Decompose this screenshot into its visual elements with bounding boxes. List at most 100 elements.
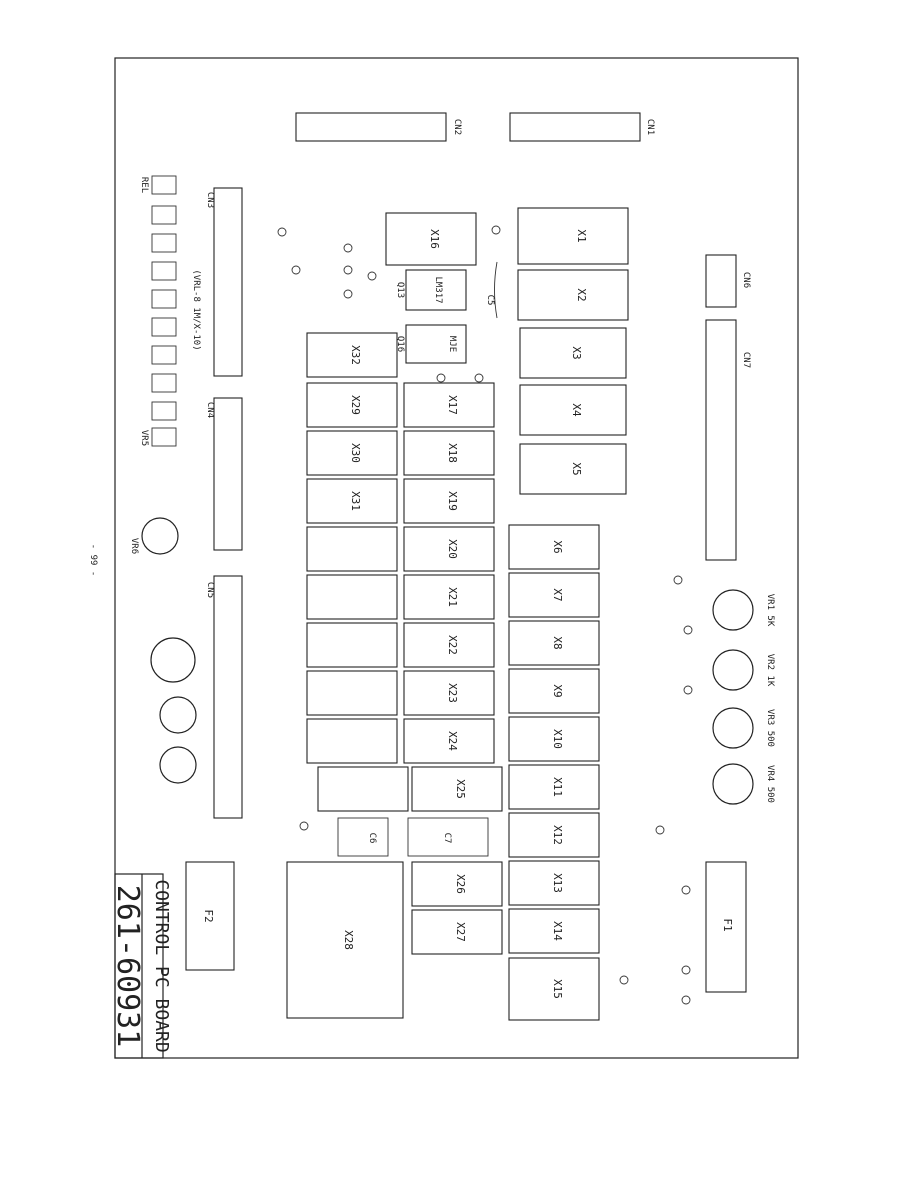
- ic-x1-label: X1: [575, 229, 588, 242]
- lm317-label: LM317: [433, 276, 443, 303]
- fuse-f2-label: F2: [202, 909, 215, 922]
- ic-x19: X19: [403, 478, 495, 524]
- title-block-title: CONTROL PC BOARD: [151, 879, 172, 1052]
- ic-x31-label: X31: [349, 491, 362, 511]
- ic-x16: X16: [385, 212, 477, 266]
- ic-x31: X31: [306, 478, 398, 524]
- ic-outline: [306, 574, 398, 620]
- vr2-trimmer: VR2 1K: [712, 649, 775, 691]
- ic-x11: X11: [508, 764, 600, 810]
- drawing-border: [114, 57, 799, 1059]
- rel-label: REL: [139, 177, 149, 193]
- vr4-trimmer: VR4 500: [712, 763, 775, 805]
- ic-outline: [306, 670, 398, 716]
- ic-x28: X28: [286, 861, 404, 1019]
- ic-outline: [317, 766, 409, 812]
- ic-x18-label: X18: [446, 443, 459, 463]
- connector-cn2: CN2: [295, 112, 462, 142]
- q16-label: Q16: [395, 336, 405, 352]
- ic-x32-label: X32: [349, 345, 362, 365]
- ic-x10: X10: [508, 716, 600, 762]
- fuse-f2: F2: [185, 861, 235, 971]
- ic-x15-label: X15: [551, 979, 564, 999]
- ic-x29: X29: [306, 382, 398, 428]
- cap-c6-label: C6: [367, 833, 377, 844]
- connector-cn3: CN3: [205, 187, 243, 377]
- ic-x6-label: X6: [551, 540, 564, 553]
- discrete-components: [277, 225, 693, 1005]
- rel-note: (VRL-8 1M/X-10): [191, 269, 201, 350]
- ic-x8-label: X8: [551, 636, 564, 649]
- ic-x22: X22: [403, 622, 495, 668]
- ic-x13: X13: [508, 860, 600, 906]
- ic-x12: X12: [508, 812, 600, 858]
- ic-x29-label: X29: [349, 395, 362, 415]
- ic-x23: X23: [403, 670, 495, 716]
- ic-x6: X6: [508, 524, 600, 570]
- vr6-label: VR6: [129, 538, 139, 554]
- ic-x25: X25: [411, 766, 503, 812]
- page-number: - 99 -: [88, 544, 98, 577]
- ic-x26: X26: [411, 861, 503, 907]
- cap-c5-label: C5: [485, 295, 495, 306]
- ic-x3: X3: [519, 327, 627, 379]
- vr5-side-label: VR5: [139, 430, 149, 446]
- regulator-lm317: LM317 Q13: [395, 269, 467, 311]
- cap-c2: [159, 696, 197, 734]
- q13-label: Q13: [395, 282, 405, 298]
- vr3-trimmer: VR3 500: [712, 707, 775, 749]
- ic-x12-label: X12: [551, 825, 564, 845]
- ic-x26-label: X26: [454, 874, 467, 894]
- ic-x2: X2: [517, 269, 629, 321]
- transistor-mje: MJE Q16: [395, 324, 467, 364]
- ic-x23-label: X23: [446, 683, 459, 703]
- connector-cn5-label: CN5: [205, 582, 215, 598]
- cap-c1: [150, 637, 196, 683]
- connector-cn6-label: CN6: [741, 272, 751, 288]
- ic-x9: X9: [508, 668, 600, 714]
- ic-x24-label: X24: [446, 731, 459, 751]
- ic-x1: X1: [517, 207, 629, 265]
- connector-cn4: CN4: [205, 397, 243, 551]
- connector-cn1: CN1: [509, 112, 655, 142]
- ic-x16-label: X16: [428, 229, 441, 249]
- vr2-label: VR2 1K: [765, 654, 775, 687]
- ic-x22-label: X22: [446, 635, 459, 655]
- ic-x14: X14: [508, 908, 600, 954]
- ic-x14-label: X14: [551, 921, 564, 941]
- ic-x18: X18: [403, 430, 495, 476]
- ic-outline: [306, 526, 398, 572]
- title-block: CONTROL PC BOARD 261-60931: [110, 873, 172, 1059]
- fuse-f1-label: F1: [721, 918, 734, 931]
- connector-cn4-label: CN4: [205, 402, 215, 418]
- cap-c5: C5: [485, 261, 498, 319]
- vr6-trimmer: VR6: [129, 517, 179, 555]
- ic-x13-label: X13: [551, 873, 564, 893]
- vr3-label: VR3 500: [765, 709, 775, 747]
- ic-x24: X24: [403, 718, 495, 764]
- ic-x5-label: X5: [570, 462, 583, 475]
- ic-x25-label: X25: [454, 779, 467, 799]
- cap-c3: [159, 746, 197, 784]
- cap-c7: C7: [407, 817, 489, 857]
- ic-x3-label: X3: [570, 346, 583, 359]
- ic-x30-label: X30: [349, 443, 362, 463]
- ic-outline: [306, 622, 398, 668]
- jumper-column: REL (VRL-8 1M/X-10) VR5: [139, 175, 201, 447]
- vr4-label: VR4 500: [765, 765, 775, 803]
- ic-x17-label: X17: [446, 395, 459, 415]
- cap-c7-label: C7: [442, 833, 452, 844]
- ic-x15: X15: [508, 957, 600, 1021]
- ic-x32: X32: [306, 332, 398, 378]
- connector-cn1-label: CN1: [645, 119, 655, 135]
- ic-x4-label: X4: [570, 403, 583, 417]
- connector-cn6: CN6: [705, 254, 751, 308]
- ic-x17: X17: [403, 382, 495, 428]
- ic-x10-label: X10: [551, 729, 564, 749]
- connector-cn7: CN7: [705, 319, 751, 561]
- cap-c6: C6: [337, 817, 389, 857]
- ic-x2-label: X2: [575, 288, 588, 301]
- ic-x28-label: X28: [342, 930, 355, 950]
- title-block-part-number: 261-60931: [110, 885, 145, 1048]
